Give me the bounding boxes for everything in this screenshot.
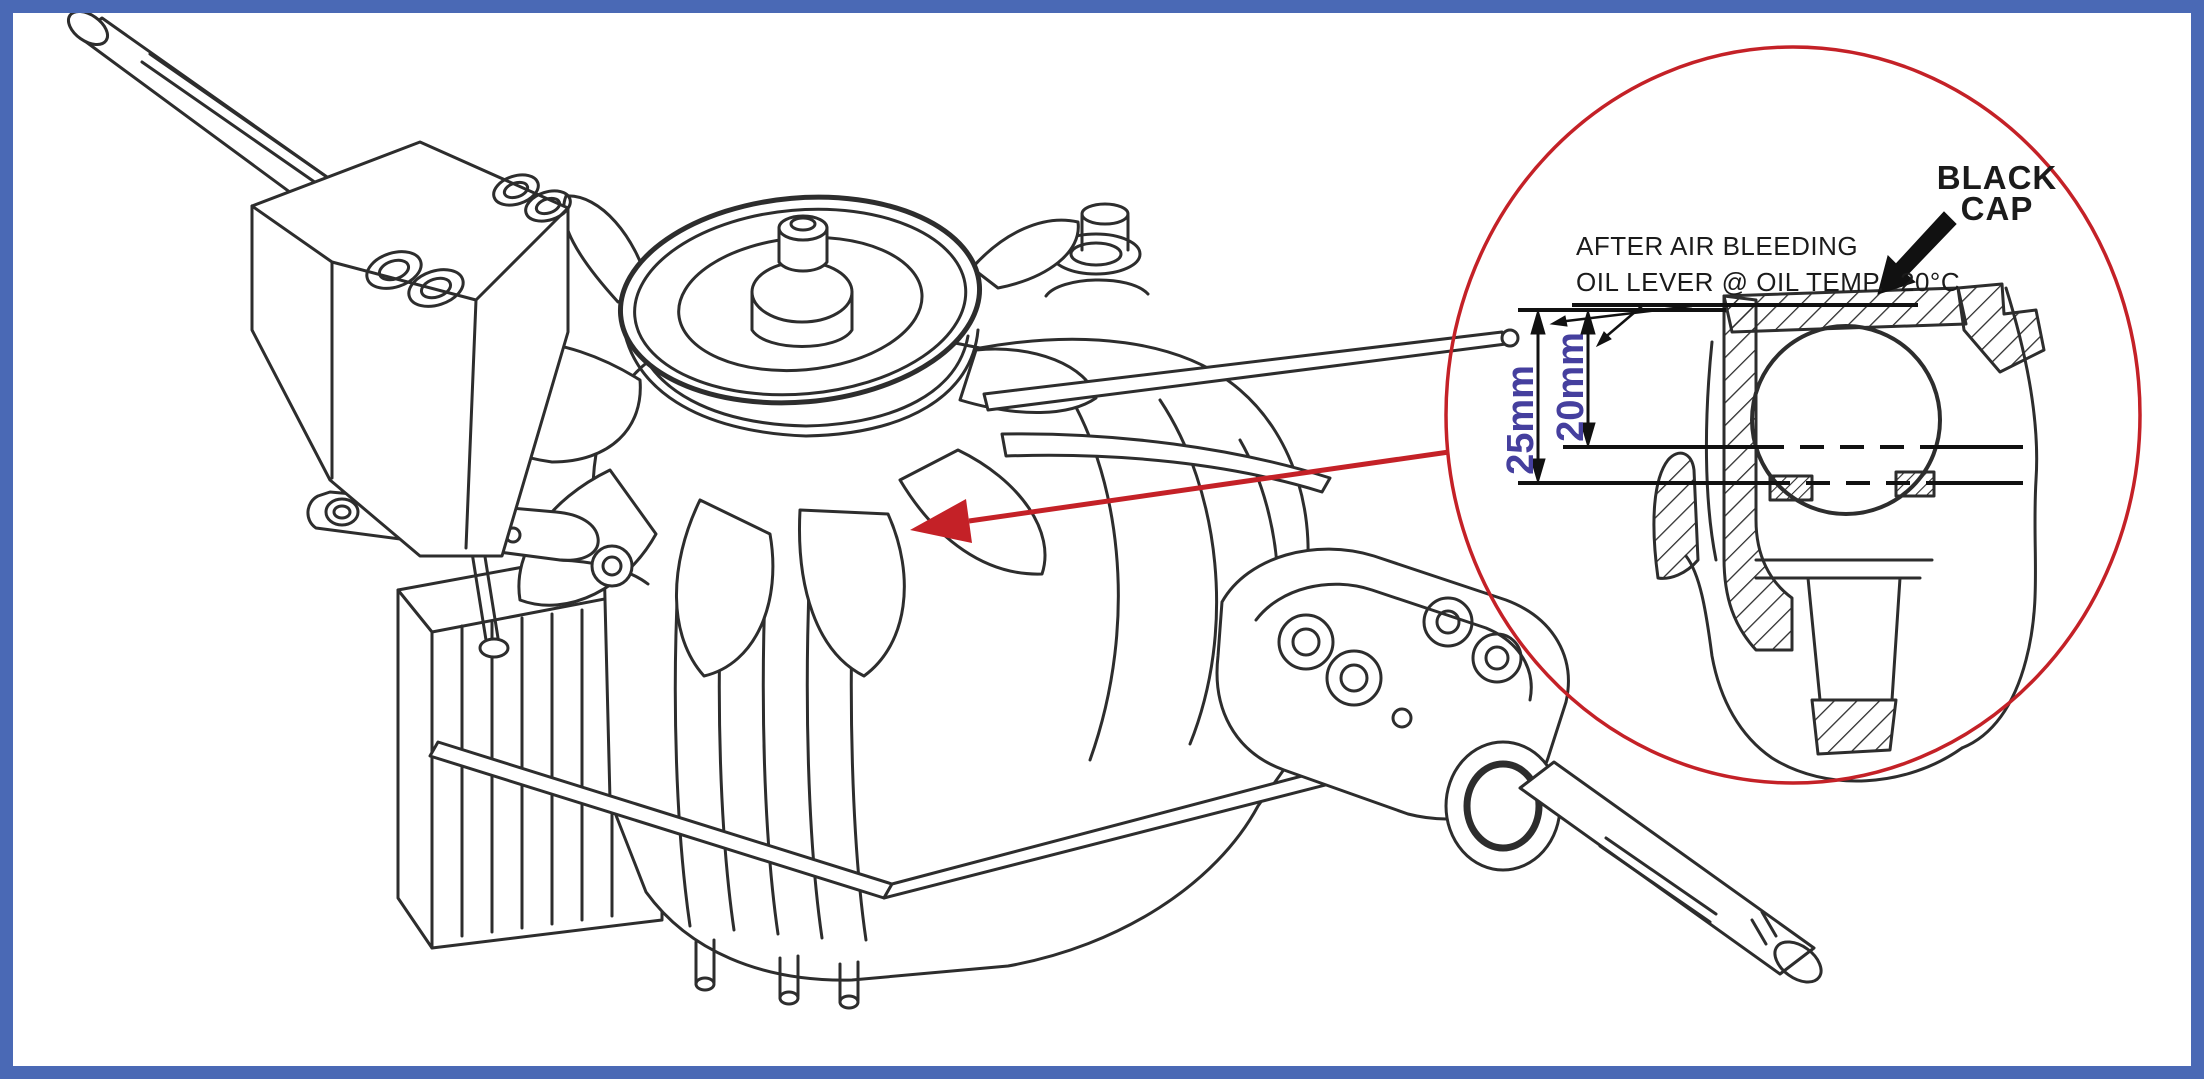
black-cap-arrow-icon (1877, 211, 1957, 295)
callout-arrow-line (968, 449, 1450, 524)
transaxle-line-art (66, 9, 1823, 1010)
oil-reservoir-cross-section (1652, 282, 2046, 783)
red-callout (910, 45, 2142, 785)
dimension-lines (1518, 211, 2023, 485)
mounting-studs (694, 938, 860, 1010)
oil-cap-ball (1750, 324, 1942, 516)
dimension-arrow-icon (1530, 308, 1546, 335)
detail-circle (1444, 45, 2142, 785)
dimension-25mm-label: 25mm (1500, 365, 1542, 475)
air-bleed-note-line1: AFTER AIR BLEEDING (1576, 231, 1859, 261)
axle-shaft (1518, 760, 1823, 984)
callout-arrow-icon (910, 499, 972, 543)
dimension-20mm (1580, 308, 1596, 449)
axle-bearing (1444, 740, 1562, 872)
dimension-arrow-icon (1580, 308, 1596, 335)
dimension-20mm-label: 20mm (1550, 332, 1592, 442)
drive-pulley (617, 194, 983, 438)
leader-arrow-icon (1549, 315, 1568, 327)
air-bleed-note-line2: OIL LEVER @ OIL TEMP. 20°C (1576, 267, 1961, 297)
dimension-25mm (1530, 308, 1546, 485)
mounting-bracket-upper (250, 140, 572, 558)
dimension-arrow-icon (1580, 422, 1596, 449)
dimension-arrow-icon (1530, 458, 1546, 485)
black-cap-label: BLACK CAP (1936, 159, 2058, 228)
filler-port (1044, 202, 1150, 298)
leader-arrow-icon (1595, 331, 1612, 348)
note-leader-arrows (1549, 304, 1693, 348)
